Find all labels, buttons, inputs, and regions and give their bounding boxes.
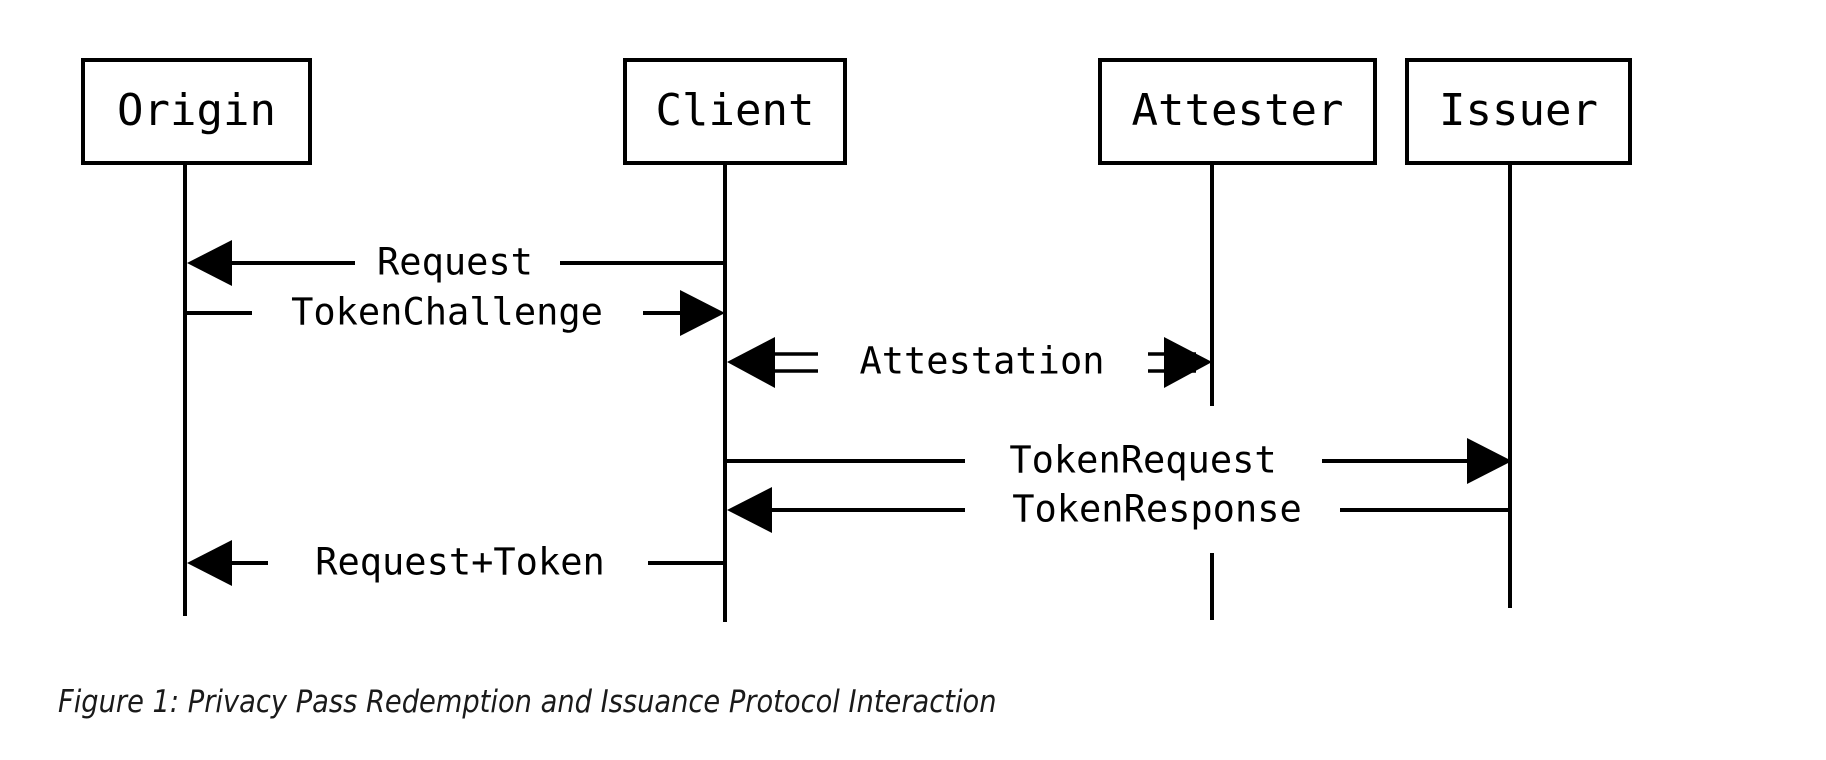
actor-label-client: Client [656, 85, 815, 136]
actor-label-attester: Attester [1132, 85, 1344, 136]
message-token-challenge[interactable]: TokenChallenge [185, 290, 725, 336]
message-token-request[interactable]: TokenRequest [725, 438, 1512, 484]
message-attestation-arrowhead-right [1164, 337, 1212, 388]
message-token-challenge-arrowhead-right [680, 290, 725, 336]
message-request-token-arrowhead-left [187, 540, 232, 586]
message-attestation-arrowhead-left [727, 337, 775, 388]
message-request-label: Request [377, 241, 533, 284]
message-attestation[interactable]: Attestation [727, 337, 1212, 388]
message-token-response[interactable]: TokenResponse [727, 487, 1510, 533]
actor-box-client[interactable]: Client [623, 58, 847, 165]
actor-box-issuer-rect [1405, 58, 1632, 165]
actor-box-attester-rect [1098, 58, 1377, 165]
actor-label-issuer: Issuer [1439, 85, 1598, 136]
message-request[interactable]: Request [187, 240, 725, 286]
actor-box-attester[interactable]: Attester [1098, 58, 1377, 165]
message-request-token-label: Request+Token [315, 541, 605, 584]
message-token-challenge-label: TokenChallenge [291, 291, 603, 334]
message-token-response-label: TokenResponse [1012, 488, 1302, 531]
actor-box-origin-rect [81, 58, 312, 165]
message-token-request-arrowhead-right [1467, 438, 1512, 484]
actor-label-origin: Origin [117, 85, 276, 136]
actor-box-client-rect [623, 58, 847, 165]
message-request-arrowhead-left [187, 240, 232, 286]
message-token-request-label: TokenRequest [1009, 439, 1276, 482]
actor-box-issuer[interactable]: Issuer [1405, 58, 1632, 165]
actor-box-origin[interactable]: Origin [81, 58, 312, 165]
message-token-response-arrowhead-left [727, 487, 772, 533]
message-request-token[interactable]: Request+Token [187, 540, 725, 586]
figure-caption: Figure 1: Privacy Pass Redemption and Is… [58, 684, 997, 720]
message-attestation-label: Attestation [859, 340, 1104, 383]
